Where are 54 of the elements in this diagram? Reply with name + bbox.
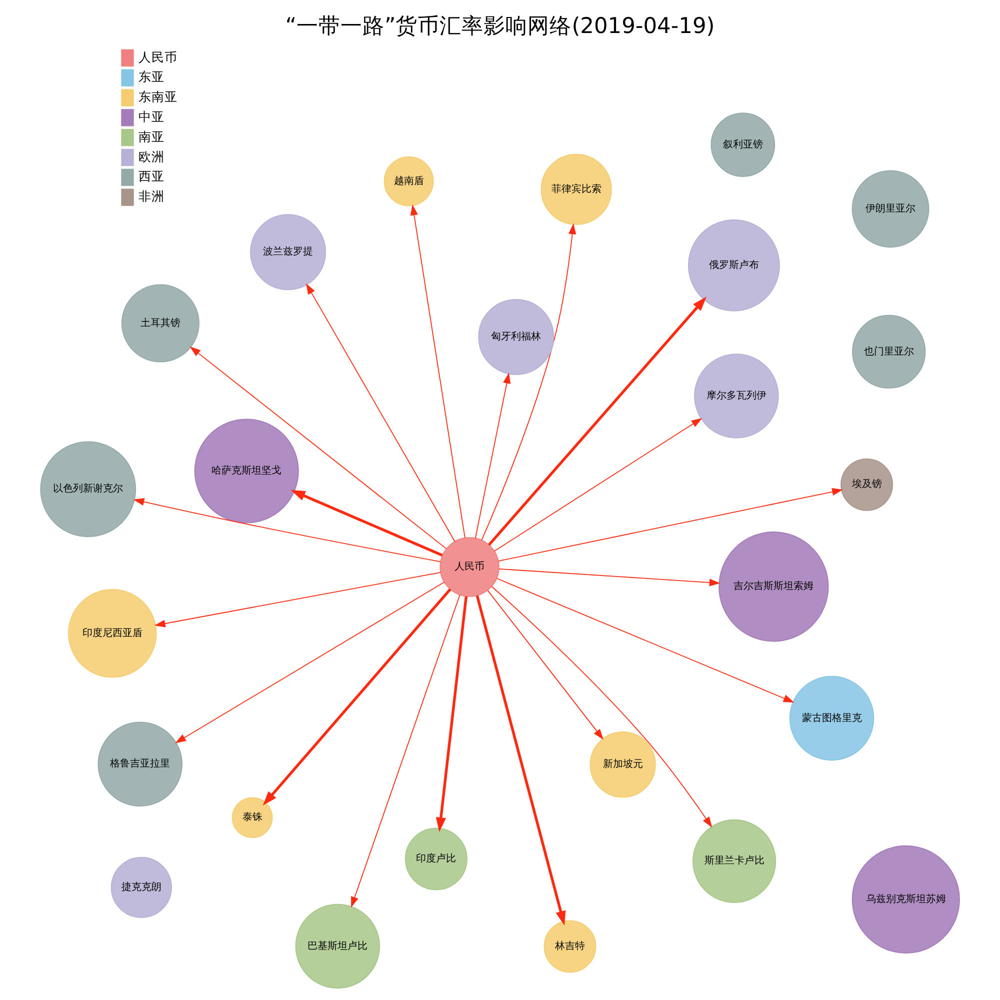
node-circle: 摩尔多瓦列伊 <box>694 354 779 438</box>
arrow <box>351 594 460 908</box>
arrow <box>498 488 843 562</box>
node-circle: 土耳其镑 <box>121 284 200 362</box>
node-circle: 印度卢比 <box>404 828 468 890</box>
legend-label: 欧洲 <box>138 148 164 164</box>
arrow <box>487 590 604 740</box>
legend-label: 非洲 <box>138 188 164 204</box>
node-circle: 新加坡元 <box>590 732 656 798</box>
node-circle: 菲律宾比索 <box>540 154 612 225</box>
arrow <box>488 296 707 546</box>
node-circle: 叙利亚镑 <box>710 112 776 177</box>
node-circle: 伊朗里亚尔 <box>852 170 930 248</box>
node-circle: 印度尼西亚盾 <box>68 589 157 678</box>
node-circle: 林吉特 <box>544 920 596 973</box>
node-circle: 斯里兰卡卢比 <box>692 819 776 903</box>
node-circle: 越南盾 <box>384 156 434 206</box>
arrow <box>154 572 442 628</box>
arrow <box>133 498 441 562</box>
node-circle: 蒙古图格里克 <box>789 676 874 761</box>
legend-label: 东南亚 <box>138 89 178 104</box>
arrow <box>494 418 702 552</box>
node-circle: 巴基斯坦卢比 <box>295 904 380 989</box>
node-circle: 乌兹别克斯坦苏姆 <box>852 845 960 954</box>
node-circle: 以色列新谢克尔 <box>40 441 136 538</box>
node-circle: 泰铢 <box>232 797 273 838</box>
arrow <box>491 586 712 828</box>
node-circle: 匈牙利福林 <box>478 299 554 375</box>
node-circle: 捷克克朗 <box>110 856 172 918</box>
node-circle: 格鲁吉亚拉里 <box>98 722 182 807</box>
arrow <box>476 595 566 926</box>
legend-label: 中亚 <box>138 109 164 124</box>
arrow <box>496 578 794 703</box>
arrow <box>410 204 466 538</box>
legend-label: 人民币 <box>138 49 178 64</box>
arrow <box>481 223 576 540</box>
arrow <box>498 568 720 586</box>
node-circle: 哈萨克斯坦坚戈 <box>194 418 299 524</box>
node-circle: 人民币 <box>440 537 500 597</box>
legend-label: 西亚 <box>138 168 164 184</box>
arrow <box>175 582 445 744</box>
node-circle: 波兰兹罗提 <box>250 214 326 290</box>
arrow <box>306 283 456 542</box>
arrow <box>190 346 447 550</box>
arrow <box>262 588 452 806</box>
node-circle: 吉尔吉斯斯坦索姆 <box>718 532 829 642</box>
arrow <box>474 372 511 539</box>
legend-label: 东亚 <box>138 69 164 84</box>
node-circle: 埃及镑 <box>840 458 894 511</box>
node-circle: 也门里亚尔 <box>852 314 926 389</box>
diagram-title: “一带一路”货币汇率影响网络(2019-04-19) <box>285 14 715 39</box>
legend-label: 南亚 <box>138 128 164 144</box>
arrow <box>436 596 468 832</box>
arrow <box>290 490 443 556</box>
